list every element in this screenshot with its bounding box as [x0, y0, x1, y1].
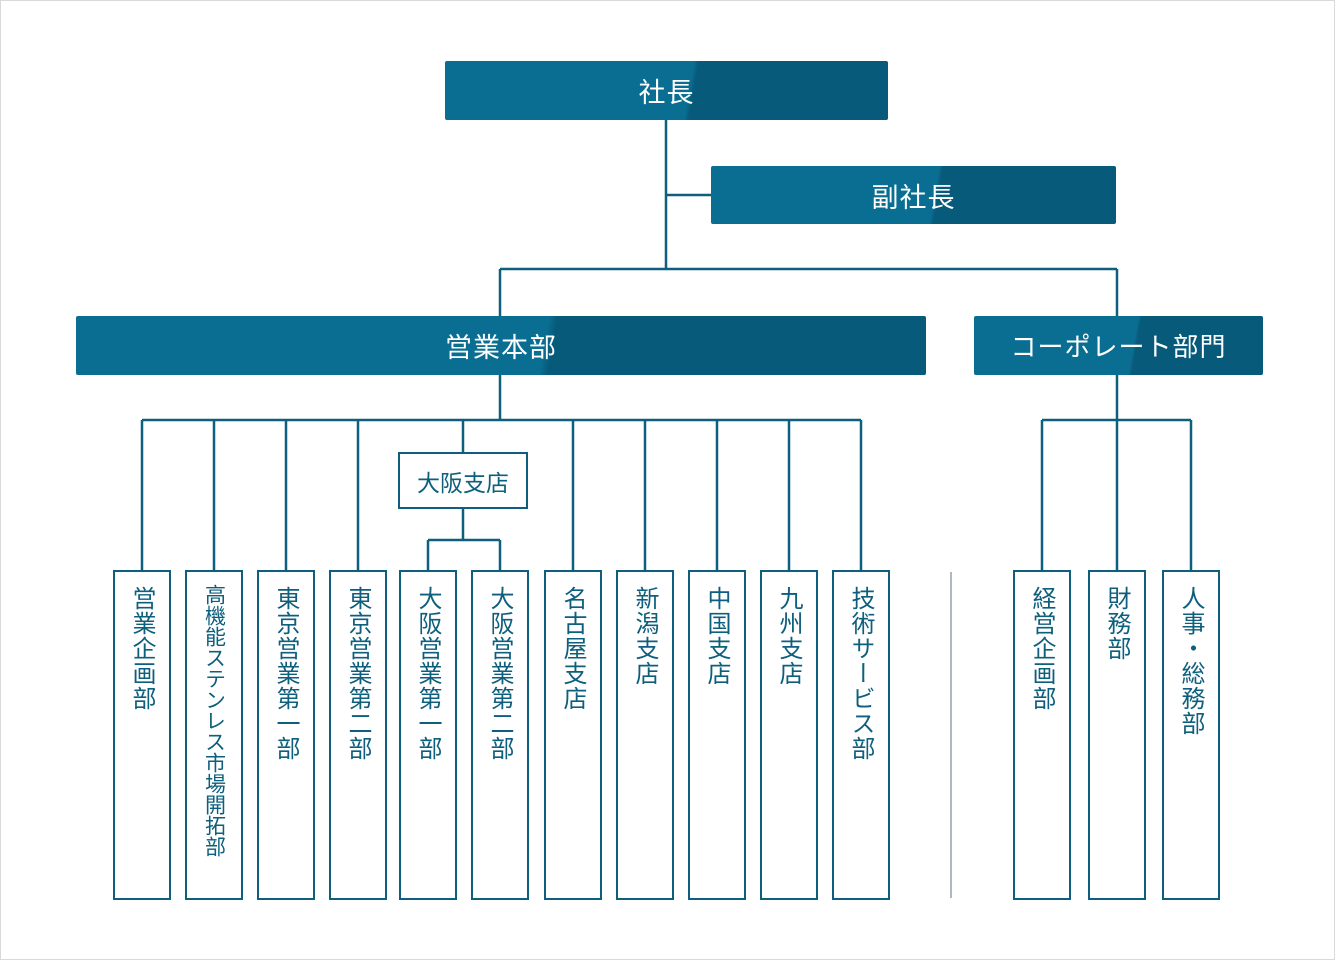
dept-label: 人事・総務部 [1177, 586, 1205, 736]
sales-hq-box: 営業本部 [76, 316, 926, 375]
osaka-branch-box: 大阪支店 [398, 452, 528, 509]
dept-box-osaka-sales-1: 大阪営業第一部 [399, 570, 457, 900]
dept-label: 大阪営業第二部 [486, 586, 514, 761]
corporate-division-box: コーポレート部門 [974, 316, 1263, 375]
dept-box-osaka-sales-2: 大阪営業第二部 [471, 570, 529, 900]
dept-label: 高機能ステンレス市場開拓部 [202, 584, 227, 857]
dept-box-chugoku-branch: 中国支店 [688, 570, 746, 900]
president-box: 社長 [445, 61, 888, 120]
dept-label: 経営企画部 [1028, 586, 1056, 711]
dept-label: 大阪営業第一部 [414, 586, 442, 761]
dept-box-tokyo-sales-1: 東京営業第一部 [257, 570, 315, 900]
corporate-division-label: コーポレート部門 [1010, 333, 1227, 363]
dept-box-niigata-branch: 新潟支店 [616, 570, 674, 900]
vice-president-box: 副社長 [711, 166, 1116, 224]
dept-label: 九州支店 [775, 586, 803, 686]
sales-hq-label: 営業本部 [445, 333, 557, 364]
dept-box-hr-general-affairs: 人事・総務部 [1162, 570, 1220, 900]
dept-box-nagoya-branch: 名古屋支店 [544, 570, 602, 900]
dept-label: 中国支店 [703, 586, 731, 686]
dept-box-tokyo-sales-2: 東京営業第二部 [329, 570, 387, 900]
dept-label: 東京営業第一部 [272, 586, 300, 761]
president-label: 社長 [638, 78, 695, 109]
dept-label: 東京営業第二部 [344, 586, 372, 761]
vice-president-label: 副社長 [871, 182, 956, 214]
dept-box-kyushu-branch: 九州支店 [760, 570, 818, 900]
dept-label: 財務部 [1103, 586, 1131, 661]
dept-box-corporate-planning: 経営企画部 [1013, 570, 1071, 900]
osaka-branch-label: 大阪支店 [417, 470, 509, 497]
dept-label: 新潟支店 [631, 586, 659, 686]
dept-box-sales-planning: 営業企画部 [113, 570, 171, 900]
dept-box-finance: 財務部 [1088, 570, 1146, 900]
dept-box-stainless-market: 高機能ステンレス市場開拓部 [185, 570, 243, 900]
dept-box-technical-service: 技術サービス部 [832, 570, 890, 900]
dept-label: 名古屋支店 [559, 586, 587, 711]
dept-label: 技術サービス部 [847, 586, 875, 761]
dept-label: 営業企画部 [128, 586, 156, 711]
